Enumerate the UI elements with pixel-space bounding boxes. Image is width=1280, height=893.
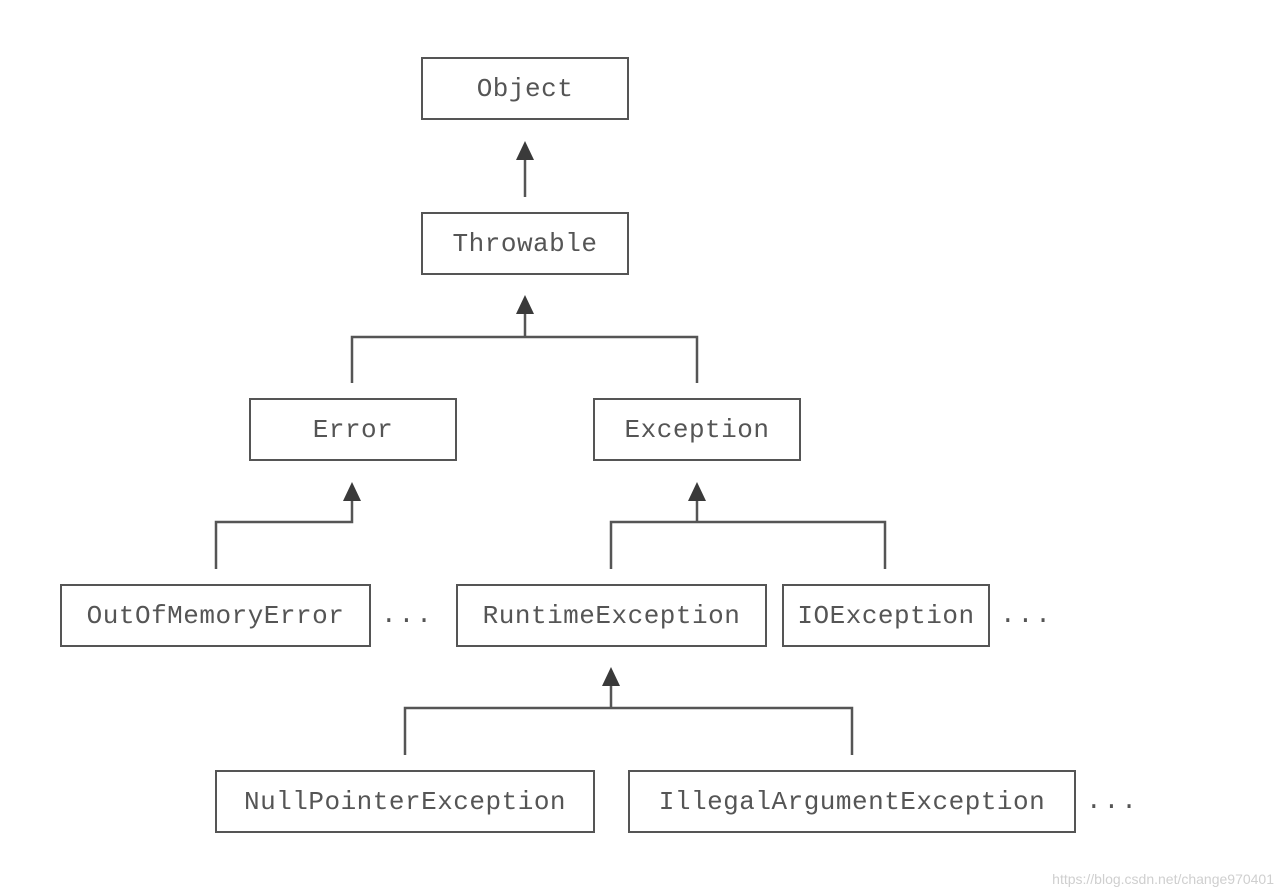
node-out-of-memory-error: OutOfMemoryError bbox=[60, 584, 371, 647]
arrowhead-object bbox=[516, 141, 534, 160]
connector-runtime-io-exception bbox=[609, 520, 887, 569]
node-object: Object bbox=[421, 57, 629, 120]
node-throwable: Throwable bbox=[421, 212, 629, 275]
node-exception: Exception bbox=[593, 398, 801, 461]
arrowhead-error bbox=[343, 482, 361, 501]
ellipsis-runtime-subclasses: ... bbox=[1086, 786, 1139, 816]
node-illegal-argument-exception: IllegalArgumentException bbox=[628, 770, 1076, 833]
arrowhead-throwable bbox=[516, 295, 534, 314]
connector-oom-error bbox=[214, 501, 354, 569]
connector-npe-iae-runtime bbox=[403, 706, 854, 755]
arrowhead-runtime-exception bbox=[602, 667, 620, 686]
node-null-pointer-exception: NullPointerException bbox=[215, 770, 595, 833]
node-runtime-exception: RuntimeException bbox=[456, 584, 767, 647]
watermark: https://blog.csdn.net/change970401 bbox=[1052, 871, 1274, 887]
node-error: Error bbox=[249, 398, 457, 461]
ellipsis-error-subclasses: ... bbox=[381, 600, 434, 630]
arrowhead-exception bbox=[688, 482, 706, 501]
connector-error-exception-throwable bbox=[350, 335, 699, 383]
node-io-exception: IOException bbox=[782, 584, 990, 647]
ellipsis-exception-subclasses: ... bbox=[1000, 600, 1053, 630]
